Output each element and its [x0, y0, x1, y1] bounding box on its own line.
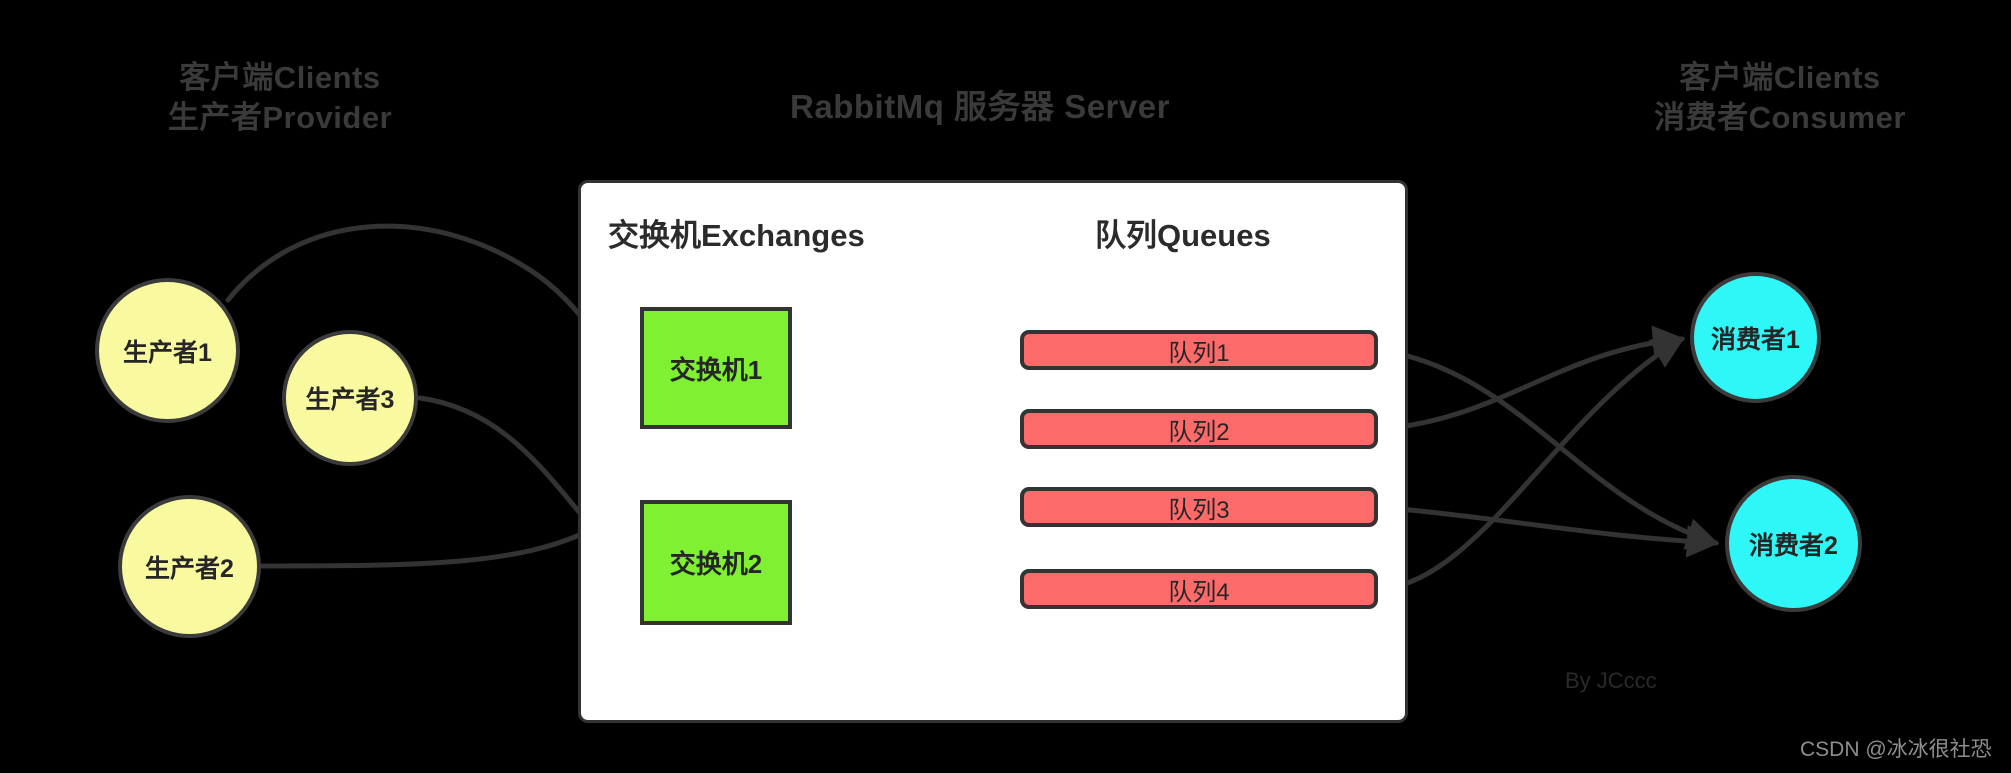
queue-node-2[interactable]: 队列2	[1020, 409, 1378, 449]
wire-queue3-consumer2	[1377, 504, 1720, 558]
wire-queue1-consumer2	[1377, 347, 1720, 550]
producer-node-1[interactable]: 生产者1	[95, 278, 240, 423]
consumer-node-2[interactable]: 消费者2	[1725, 475, 1862, 612]
server-panel	[578, 180, 1408, 723]
header-producers: 客户端Clients 生产者Provider	[167, 60, 393, 136]
wire-producer2-exchange1	[259, 444, 641, 569]
wire-queue2-consumer1	[1377, 325, 1686, 432]
exchange-node-1[interactable]: 交换机1	[640, 307, 792, 429]
wire-producer1-exchange1	[225, 223, 631, 366]
queue-node-1[interactable]: 队列1	[1020, 330, 1378, 370]
producer-node-2[interactable]: 生产者2	[118, 495, 261, 638]
heading-exchanges: 交换机Exchanges	[608, 218, 865, 253]
heading-queues: 队列Queues	[1095, 218, 1271, 253]
header-consumers: 客户端Clients 消费者Consumer	[1654, 60, 1906, 136]
consumer-node-1[interactable]: 消费者1	[1690, 272, 1821, 403]
queue-node-3[interactable]: 队列3	[1020, 487, 1378, 527]
queue-node-4[interactable]: 队列4	[1020, 569, 1378, 609]
producer-node-3[interactable]: 生产者3	[282, 330, 418, 466]
header-server: RabbitMq 服务器 Server	[790, 88, 1170, 125]
wire-queue4-consumer1	[1377, 336, 1685, 592]
site-watermark: CSDN @冰冰很社恐	[1800, 738, 1992, 761]
exchange-node-2[interactable]: 交换机2	[640, 500, 792, 625]
author-credit: By JCccc	[1565, 668, 1657, 693]
